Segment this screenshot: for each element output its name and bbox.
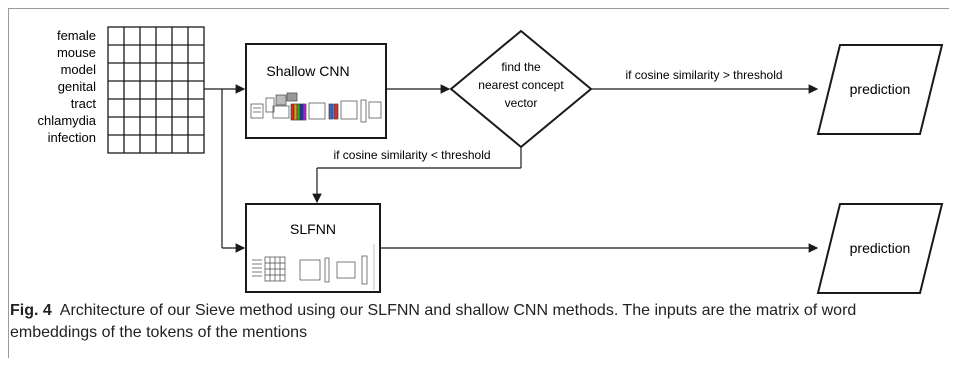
token-label: model <box>61 62 97 77</box>
prediction-top-label: prediction <box>850 81 911 97</box>
prediction-top: prediction <box>816 44 944 135</box>
token-label: mouse <box>57 45 96 60</box>
input-connectors <box>204 84 246 253</box>
decision-diamond: find the nearest concept vector <box>449 29 593 149</box>
token-label: infection <box>48 130 96 145</box>
slfnn-thumbnail <box>252 244 375 290</box>
decision-line-2: nearest concept <box>478 78 564 92</box>
shallow-cnn-label: Shallow CNN <box>266 63 349 79</box>
figure-frame <box>8 8 949 358</box>
decision-line-3: vector <box>505 96 538 110</box>
sieve-architecture-diagram: female mouse model genital tract chlamyd… <box>37 26 944 294</box>
token-labels: female mouse model genital tract chlamyd… <box>37 28 96 145</box>
above-threshold-label: if cosine similarity > threshold <box>625 68 782 82</box>
below-threshold-connector <box>312 147 522 204</box>
caption-text: Architecture of our Sieve method using o… <box>10 302 857 341</box>
token-label: genital <box>58 79 96 94</box>
below-threshold-label: if cosine similarity < threshold <box>333 148 490 162</box>
embedding-matrix <box>107 26 205 154</box>
prediction-bottom-label: prediction <box>850 240 911 256</box>
token-label: chlamydia <box>37 113 96 128</box>
shallow-cnn-box: Shallow CNN <box>245 43 387 139</box>
figure-number: Fig. 4 <box>10 302 52 319</box>
cnn-thumbnail <box>250 92 382 123</box>
decision-line-1: find the <box>501 60 541 74</box>
token-label: tract <box>71 96 97 111</box>
slfnn-box: SLFNN <box>245 203 381 293</box>
prediction-bottom: prediction <box>816 203 944 294</box>
token-label: female <box>57 28 96 43</box>
slfnn-label: SLFNN <box>290 221 336 237</box>
